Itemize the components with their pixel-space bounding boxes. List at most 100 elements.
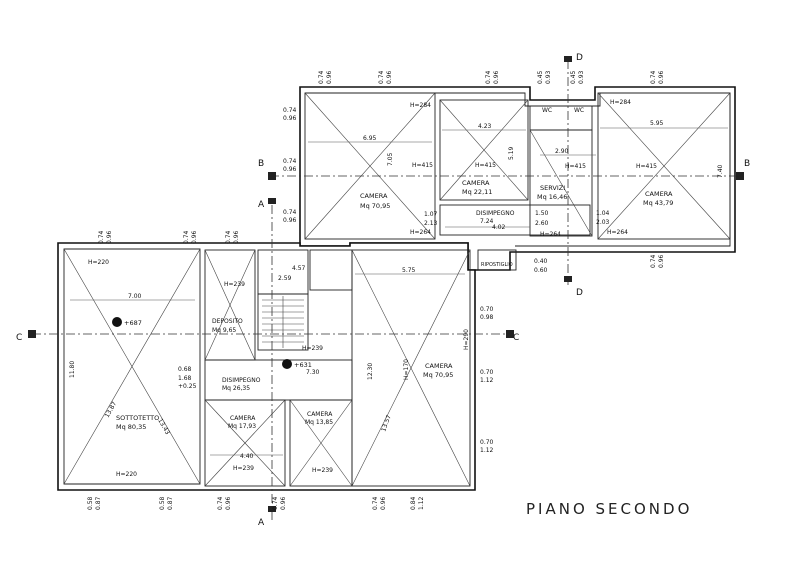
- dim-label: 0.45: [570, 70, 577, 84]
- dim-label: H=264: [607, 229, 628, 236]
- dim-label: 0.96: [225, 496, 232, 510]
- interior-walls: [204, 92, 731, 487]
- dim-label: 0.96: [280, 496, 287, 510]
- room-area: Mq 9,65: [212, 327, 236, 334]
- dim-label: 0.60: [534, 267, 548, 274]
- dim-label: 1.12: [418, 496, 425, 510]
- dim-label: 0.74: [272, 496, 279, 510]
- room-name: CAMERA: [462, 179, 490, 187]
- dim-label: 7.05: [387, 152, 394, 166]
- room-name: CAMERA: [307, 411, 333, 418]
- dim-label: 2.03: [596, 219, 610, 226]
- dim-label: 0.74: [318, 70, 325, 84]
- section-label-a-top: A: [258, 200, 265, 210]
- dim-label: 0.96: [386, 70, 393, 84]
- room-area: Mq 17,93: [228, 423, 256, 430]
- dim-label: 1.12: [480, 447, 494, 454]
- room-height: H=415: [565, 163, 586, 170]
- dim-label: 0.70: [480, 439, 494, 446]
- room-area: 7.24: [480, 218, 494, 225]
- dim-label: 4.57: [292, 265, 306, 272]
- room-height: H=415: [475, 162, 496, 169]
- room-height: H=220: [88, 259, 109, 266]
- section-label-c-left: C: [16, 333, 22, 343]
- room-area: Mq 70,95: [360, 202, 390, 210]
- top-dimension-labels: 0.74 0.96 0.74 0.96 0.74 0.96 0.45 0.93 …: [98, 70, 665, 268]
- dim-label: 0.84: [410, 496, 417, 510]
- dim-label: 0.96: [380, 496, 387, 510]
- section-label-d-bottom: D: [576, 288, 583, 298]
- dim-label: 0.87: [167, 496, 174, 510]
- dim-label: 0.96: [191, 230, 198, 244]
- room-area: Mq 70,95: [423, 371, 453, 379]
- room-area: Mq 22,11: [462, 188, 492, 196]
- dim-label: H=415: [412, 162, 433, 169]
- dim-label: +0.25: [178, 383, 197, 390]
- section-label-a-bottom: A: [258, 518, 265, 528]
- dim-label: 1.68: [178, 375, 192, 382]
- dim-label: 1.12: [480, 377, 494, 384]
- dim-label: 0.98: [480, 314, 494, 321]
- dim-label: 0.74: [283, 209, 297, 216]
- dim-label: 0.74: [650, 70, 657, 84]
- room-height: H=284: [410, 102, 431, 109]
- dim-label: 2.90: [555, 148, 569, 155]
- dim-label: 11.80: [69, 361, 76, 378]
- dim-label: 0.74: [650, 254, 657, 268]
- dim-label: 0.74: [217, 496, 224, 510]
- dim-label: 0.58: [87, 496, 94, 510]
- dim-label: 0.93: [578, 70, 585, 84]
- room-height: H=239: [312, 467, 333, 474]
- dim-label: 0.74: [225, 230, 232, 244]
- room-name: DEPOSITO: [212, 318, 243, 325]
- section-markers: [28, 56, 744, 512]
- dim-label: 7.00: [128, 293, 142, 300]
- room-height: H=239: [233, 465, 254, 472]
- room-name: CAMERA: [425, 362, 453, 370]
- level-marker-1: [112, 317, 122, 327]
- dim-label: 0.74: [98, 230, 105, 244]
- dim-label: 1.07: [424, 211, 438, 218]
- dim-label: 0.87: [95, 496, 102, 510]
- dim-label: 5.19: [508, 146, 515, 160]
- level-marker-2: [282, 359, 292, 369]
- dim-label: 2.13: [424, 220, 438, 227]
- dim-label: H=264: [410, 229, 431, 236]
- dim-label: 0.96: [326, 70, 333, 84]
- dim-label: 0.45: [537, 70, 544, 84]
- room-labels: CAMERA Mq 70,95 H=284 CAMERA Mq 22,11 H=…: [88, 99, 673, 474]
- staircase: [262, 296, 304, 348]
- room-height: H=239: [224, 281, 245, 288]
- dim-label: 0.74: [378, 70, 385, 84]
- wc-label: WC: [542, 107, 552, 114]
- bottom-dimension-labels: 0.58 0.87 0.58 0.87 0.74 0.96 0.74 0.96 …: [87, 496, 425, 510]
- dim-label: 0.68: [178, 366, 192, 373]
- dim-label: 2.59: [278, 275, 292, 282]
- room-area: Mq 80,35: [116, 423, 146, 431]
- dim-label: 0.74: [485, 70, 492, 84]
- room-name: CAMERA: [360, 192, 388, 200]
- dim-label: 0.96: [233, 230, 240, 244]
- dim-label: 7.40: [717, 164, 724, 178]
- dim-label: 7.30: [306, 369, 320, 376]
- room-area: Mq 16,46: [537, 193, 567, 201]
- dim-label: 0.74: [283, 158, 297, 165]
- wc-label: WC: [574, 107, 584, 114]
- room-name: CAMERA: [230, 415, 256, 422]
- dim-label: 4.40: [240, 453, 254, 460]
- plan-title: PIANO SECONDO: [526, 500, 692, 518]
- dimension-labels: 7.00 5.75 4.57 2.59 6.95 4.23 5.95 2.90 …: [116, 107, 664, 478]
- dim-label: 0.74: [183, 230, 190, 244]
- level-label-2: +631: [294, 361, 312, 369]
- room-height: H=284: [610, 99, 631, 106]
- level-label-1: +687: [124, 319, 142, 327]
- dim-label: 0.70: [480, 306, 494, 313]
- dim-label: 1.04: [596, 210, 610, 217]
- dim-label: 0.96: [658, 254, 665, 268]
- room-name: DISIMPEGNO: [476, 210, 515, 217]
- dimension-lines: [70, 127, 728, 456]
- dim-label: 0.74: [283, 107, 297, 114]
- room-name: SERVIZI: [540, 184, 565, 192]
- room-name: RIPOSTIGLIO: [481, 262, 513, 268]
